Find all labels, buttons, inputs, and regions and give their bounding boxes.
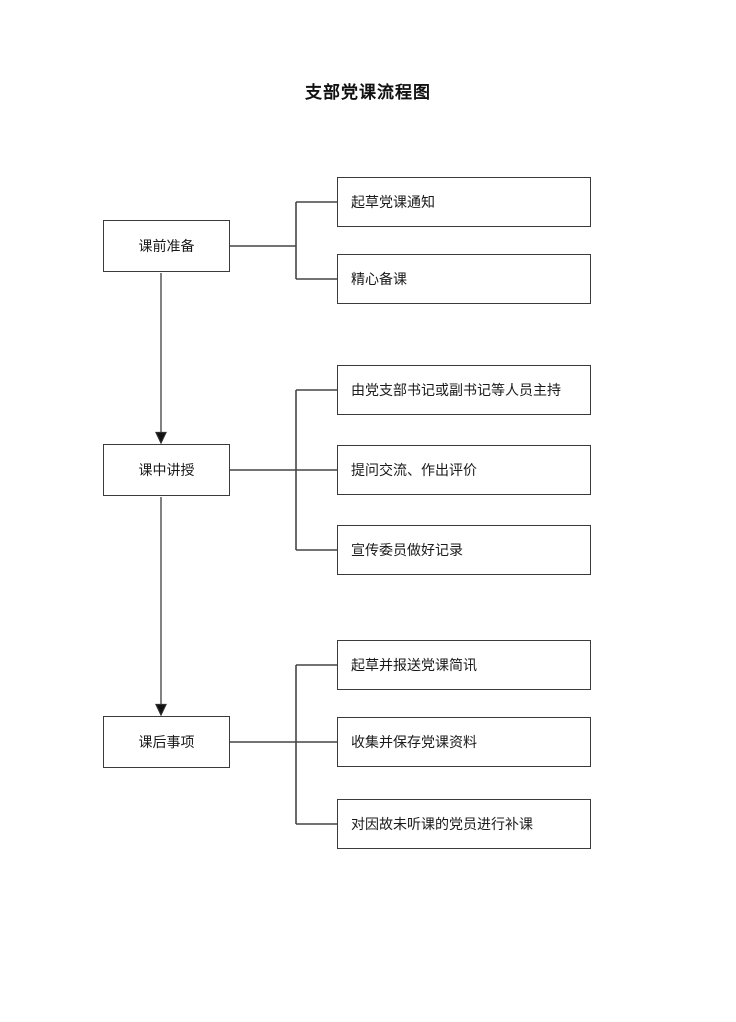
step-prepare-lesson: 精心备课	[337, 254, 591, 304]
step-archive-materials: 收集并保存党课资料	[337, 717, 591, 767]
page-title: 支部党课流程图	[305, 83, 431, 102]
flow-arrow-2-head	[155, 703, 167, 717]
step-qa-evaluation: 提问交流、作出评价	[337, 445, 591, 495]
stage-box-lecture: 课中讲授	[103, 444, 230, 496]
step-newsletter: 起草并报送党课简讯	[337, 640, 591, 690]
step-draft-notice: 起草党课通知	[337, 177, 591, 227]
connector-stage1-branch	[230, 201, 338, 280]
stage-box-followup: 课后事项	[103, 716, 230, 768]
step-hosted-by-secretary: 由党支部书记或副书记等人员主持	[337, 365, 591, 415]
step-makeup-lesson: 对因故未听课的党员进行补课	[337, 799, 591, 849]
connector-stage2-branch	[230, 389, 338, 551]
flow-arrow-1-head	[155, 431, 167, 445]
stage-box-preparation: 课前准备	[103, 220, 230, 272]
connector-stage3-branch	[230, 664, 338, 825]
step-publicity-record: 宣传委员做好记录	[337, 525, 591, 575]
